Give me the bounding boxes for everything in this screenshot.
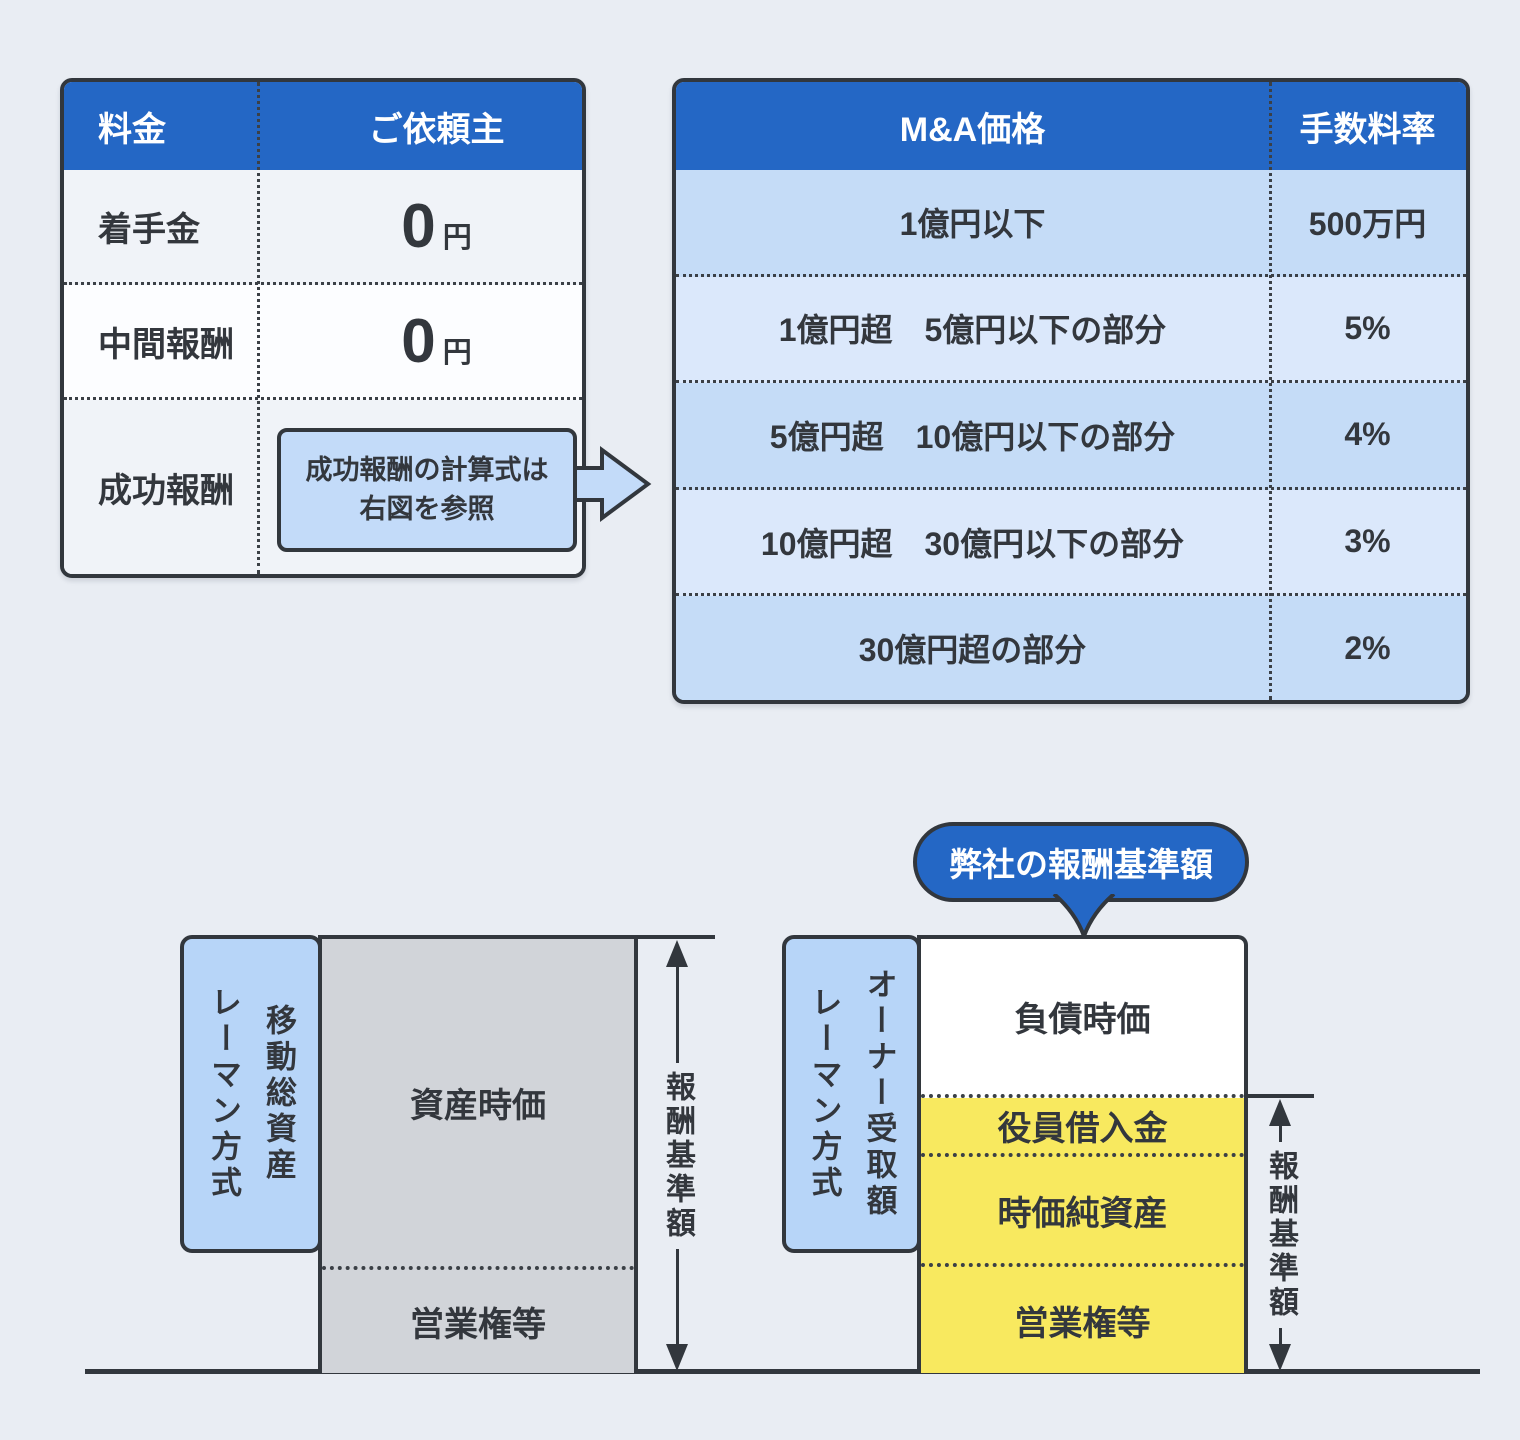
price-range: 30億円超の部分 — [858, 632, 1087, 669]
fee-unit: 円 — [442, 337, 472, 369]
fee-row-value: 0 円 — [291, 170, 582, 282]
method-label-text: 移動総資産 レーマン方式 — [201, 986, 301, 1202]
top-extension-line — [630, 935, 715, 939]
bar-section-net-assets: 時価純資産 — [921, 1157, 1244, 1267]
method-label-text: オーナー受取額 レーマン方式 — [802, 968, 902, 1220]
rate-value: 500万円 — [1308, 205, 1427, 242]
table-row: 5億円超 10億円以下の部分 4% — [676, 383, 1466, 490]
fee-amount: 0 — [401, 191, 437, 261]
fee-row-label: 成功報酬 — [98, 471, 234, 510]
table-row: 30億円超の部分 2% — [676, 596, 1466, 700]
measure-arrow-left: 報酬基準額 — [647, 940, 707, 1371]
asset-bar-right: 負債時価 役員借入金 時価純資産 営業権等 — [917, 935, 1248, 1373]
rate-value: 4% — [1344, 416, 1391, 453]
rate-table-column-divider — [1269, 82, 1272, 700]
measure-line — [1278, 1328, 1282, 1344]
rate-header-cell: 手数料率 — [1299, 110, 1436, 149]
rate-value: 3% — [1344, 523, 1391, 560]
measure-arrow-right: 報酬基準額 — [1250, 1099, 1310, 1371]
asset-bar-left: 資産時価 営業権等 — [318, 935, 638, 1373]
bar-section-goodwill: 営業権等 — [410, 1306, 546, 1344]
price-header-cell: M&A価格 — [899, 110, 1046, 149]
fee-unit: 円 — [442, 222, 472, 254]
ground-baseline — [85, 1369, 1480, 1374]
bar-section-debt-value: 負債時価 — [921, 939, 1244, 1098]
bar-section-goodwill: 営業権等 — [921, 1267, 1244, 1373]
fee-table-column-divider — [257, 82, 260, 574]
method-label-right: オーナー受取額 レーマン方式 — [782, 935, 921, 1253]
measure-label: 報酬基準額 — [661, 1070, 694, 1241]
fee-amount: 0 — [401, 306, 437, 376]
bar-section-asset-value: 資産時価 — [322, 939, 634, 1270]
measure-line — [675, 967, 679, 1063]
fee-header-cell: 料金 — [98, 110, 166, 149]
fee-row-label: 着手金 — [98, 210, 200, 249]
bubble-tail-icon — [1052, 894, 1116, 938]
measure-line — [1278, 1126, 1282, 1142]
method-line2: レーマン方式 — [806, 986, 842, 1202]
fee-row-value: 0 円 — [291, 285, 582, 397]
measure-line — [675, 1248, 679, 1344]
arrowhead-down-icon — [1269, 1344, 1291, 1371]
method-line1: 移動総資産 — [261, 1004, 296, 1184]
table-row: 1億円超 5億円以下の部分 5% — [676, 276, 1466, 384]
rate-value: 5% — [1344, 309, 1391, 346]
fee-row-label: 中間報酬 — [98, 325, 234, 364]
price-range: 5億円超 10億円以下の部分 — [769, 418, 1176, 455]
arrowhead-up-icon — [1269, 1099, 1291, 1126]
arrowhead-up-icon — [666, 940, 688, 967]
measure-label: 報酬基準額 — [1264, 1150, 1297, 1320]
method-line1: オーナー受取額 — [861, 968, 897, 1220]
price-range: 10億円超 30億円以下の部分 — [760, 525, 1185, 562]
boundary-extension-line — [1244, 1094, 1314, 1098]
price-range: 1億円以下 — [899, 205, 1046, 242]
rate-value: 2% — [1344, 629, 1391, 666]
fee-table-header: 料金 ご依頼主 — [64, 82, 582, 170]
table-row: 着手金 0 円 — [64, 170, 582, 285]
rate-table-header: M&A価格 手数料率 — [676, 82, 1466, 170]
table-row: 1億円以下 500万円 — [676, 170, 1466, 277]
callout-text-line2: 右図を参照 — [359, 494, 495, 524]
arrowhead-down-icon — [666, 1344, 688, 1371]
table-row: 中間報酬 0 円 — [64, 285, 582, 400]
client-header-cell: ご依頼主 — [368, 110, 505, 149]
fee-base-bubble: 弊社の報酬基準額 — [913, 822, 1249, 902]
method-label-left: 移動総資産 レーマン方式 — [180, 935, 322, 1253]
bar-section-officer-loan: 役員借入金 — [921, 1098, 1244, 1157]
bubble-label: 弊社の報酬基準額 — [949, 846, 1213, 883]
callout-text-line1: 成功報酬の計算式は — [305, 454, 549, 485]
success-fee-callout: 成功報酬の計算式は 右図を参照 — [277, 428, 577, 552]
method-line2: レーマン方式 — [206, 986, 241, 1202]
price-range: 1億円超 5億円以下の部分 — [778, 312, 1167, 349]
commission-rate-table: M&A価格 手数料率 1億円以下 500万円 1億円超 5億円以下の部分 5% … — [672, 78, 1470, 704]
table-row: 10億円超 30億円以下の部分 3% — [676, 489, 1466, 597]
